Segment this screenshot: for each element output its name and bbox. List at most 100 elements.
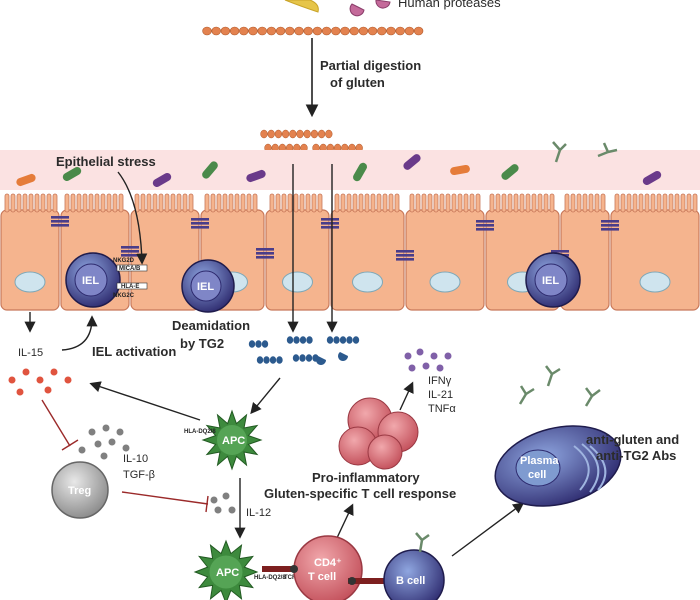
deamidated-bead [248,340,256,348]
deamidated-bead [292,354,300,362]
gluten-specific-label: Gluten-specific T cell response [264,486,456,501]
deamidation-label: Deamidation [172,318,250,333]
inhibition-lines [41,399,209,513]
proinflammatory-label: Pro-inflammatory [312,470,420,485]
iel-cell-2: IEL [181,259,235,313]
junction-bar [476,220,494,223]
junction-bar [51,216,69,219]
tg2-enzyme [316,356,326,366]
deamidated-bead [339,336,347,344]
deamidated-gluten [248,336,360,366]
gluten-bead [296,129,304,139]
junction-bar [321,222,339,225]
tcr-label: TCR [284,575,297,581]
epithelial-stress-arrow [117,171,148,265]
ifng-label: IFNγ [428,375,452,387]
deamidated-bead [305,354,313,362]
cytokine-dot [122,444,130,452]
svg-text:NKG2D: NKG2D [113,258,135,264]
lumen-band [0,150,700,190]
gluten-bead [239,26,249,36]
gluten-bead [358,26,369,36]
junction-bar [51,220,69,223]
epithelial-cell [265,193,330,311]
cytokine-dot [222,492,230,500]
partial-digestion-label-2: of gluten [330,75,385,90]
junction-bar [256,256,274,259]
tight-junctions [51,216,619,261]
gluten-bead [325,129,333,139]
deamidated-bead [293,336,300,344]
gluten-bead [349,26,359,36]
gluten-bead [257,26,267,36]
junction-bar [121,250,139,253]
t-cell-cytokine-arrow [399,381,414,411]
cytokine-dot [88,428,96,436]
cytokine-dot [50,368,58,376]
deamidated-bead [306,336,313,344]
junction-bar [396,250,414,253]
svg-text:IEL: IEL [197,281,214,293]
svg-text:Treg: Treg [68,485,91,497]
il15-cytokines [8,368,72,396]
bcell-to-plasma-arrow [451,502,525,557]
junction-bar [551,250,569,253]
deamidated-bead [255,340,262,348]
secreted-antibodies [518,365,601,407]
bacterium [202,161,218,179]
human-proteases-label: Human proteases [398,0,501,10]
cytokine-dot [100,452,108,460]
cytokine-dot [404,352,412,360]
cytokine-dot [102,424,110,432]
wheat-icon [284,0,319,13]
bacterium [403,154,421,170]
apc-label: APC [216,567,239,579]
t-cell-cluster [338,397,419,470]
epithelial-cell [330,193,405,311]
plasma-cell: Plasma cell [494,425,622,507]
cytokine-dot [36,376,44,384]
junction-bar [476,224,494,227]
deamidated-bead [352,336,360,344]
gluten-bead [202,26,212,36]
deamidated-bead [299,336,307,344]
bacterium [642,171,662,186]
cytokine-dot [44,386,52,394]
gut-bacteria [16,154,662,187]
svg-text:T cell: T cell [308,571,336,583]
gluten-bead [395,26,405,36]
cytokine-dot [214,506,222,514]
gluten-bead [303,129,311,139]
epithelial-stress-label: Epithelial stress [56,154,156,169]
deamidated-bead [333,336,340,344]
epithelial-cell [130,193,200,311]
svg-text:NKG2C: NKG2C [113,293,135,299]
bacterium [16,173,36,187]
junction-bar [601,224,619,227]
junction-bar [256,248,274,251]
deamidated-bead [286,336,294,344]
antibodies-label-2: anti-TG2 Abs [596,448,676,463]
cytokine-dot [22,368,30,376]
cytokine-dot [116,428,124,436]
svg-text:cell: cell [528,469,546,481]
deamidated-bead [326,336,334,344]
cytokine-dot [94,440,102,448]
iel-cell-3: IEL [525,252,581,308]
gluten-bead [377,26,387,36]
gluten-bead [404,26,415,36]
deamidated-bead [269,356,277,364]
apc-label: APC [222,435,245,447]
gluten-bead [340,26,350,36]
apc-to-il15-arrow [89,381,201,421]
receptor-labels: MICA/B HLA-E NKG2D NKG2C [113,258,148,299]
svg-text:MICA/B: MICA/B [119,266,141,272]
junction-bar [191,218,209,221]
deamidated-bead [256,356,264,364]
junction-bar [601,228,619,231]
gluten-bead [367,26,378,36]
junction-bar [396,258,414,261]
cd4-t-cell: CD4⁺ T cell [293,535,363,600]
il10-label: IL-10 [123,453,148,465]
cytokine-dot [64,376,72,384]
